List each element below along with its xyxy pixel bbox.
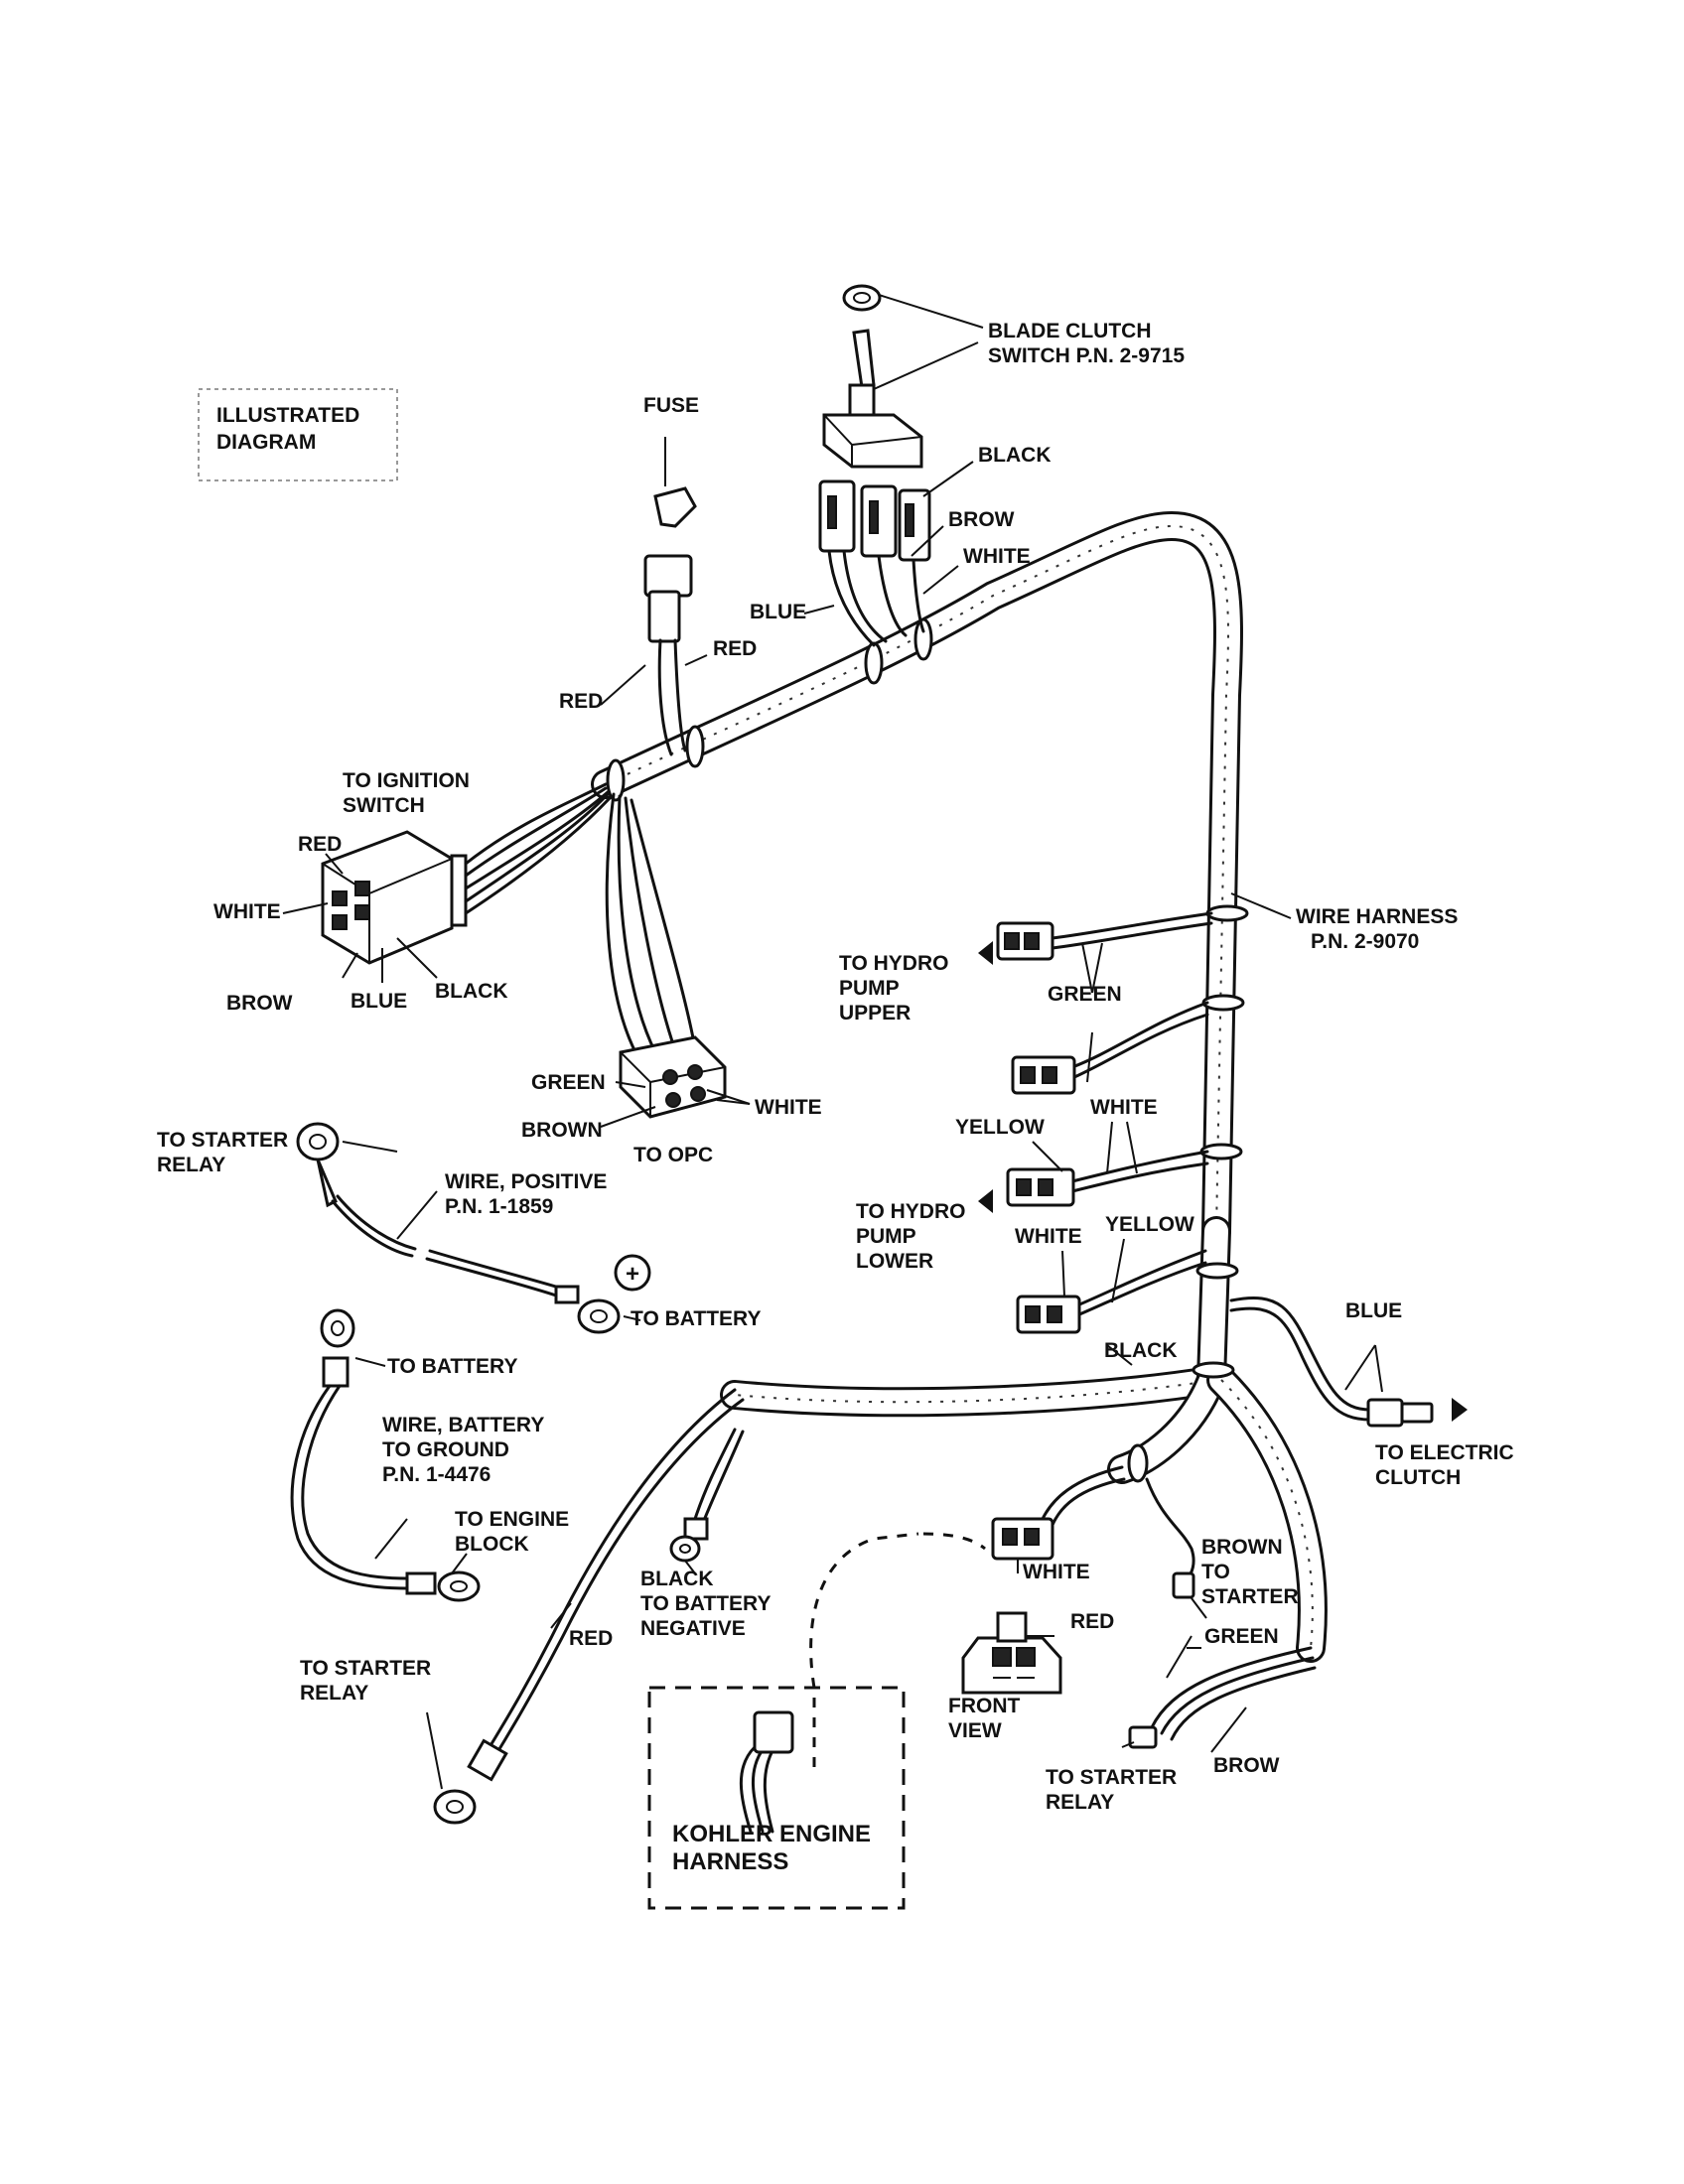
- positive-battery-wire: [296, 1122, 621, 1334]
- label-electric-clutch-1: TO ELECTRIC: [1375, 1441, 1514, 1464]
- label-white-front: WHITE: [1023, 1561, 1090, 1583]
- label-hydro-lower-1: TO HYDRO: [856, 1200, 965, 1223]
- label-ignition-2: SWITCH: [343, 794, 425, 817]
- label-kohler-2: HARNESS: [672, 1848, 788, 1875]
- label-brown-opc: BROWN: [521, 1119, 603, 1142]
- electric-clutch-branch: [1229, 1296, 1434, 1428]
- starter-relay-branch: [1128, 1646, 1317, 1749]
- leader-lines: [282, 294, 1383, 1790]
- label-to-opc: TO OPC: [633, 1144, 713, 1166]
- direction-arrows: [978, 941, 1468, 1422]
- engine-harness-dashed-link: [809, 1532, 919, 1767]
- label-blade-clutch-1: BLADE CLUTCH: [988, 320, 1151, 342]
- label-black-lower: BLACK: [1104, 1339, 1178, 1362]
- label-wire-pos-2: P.N. 1-1859: [445, 1195, 553, 1218]
- label-red-fuse-left: RED: [559, 690, 603, 713]
- label-black-batt-2: TO BATTERY: [640, 1592, 771, 1615]
- label-brown-starter-1: BROWN: [1201, 1536, 1283, 1559]
- label-wire-harness-2: P.N. 2-9070: [1311, 930, 1419, 953]
- blade-clutch-switch: [818, 284, 931, 647]
- label-wire-batt-3: P.N. 1-4476: [382, 1463, 491, 1486]
- label-green-relay: GREEN: [1204, 1625, 1279, 1648]
- label-hydro-lower-3: LOWER: [856, 1250, 933, 1273]
- label-green-upper: GREEN: [1048, 983, 1122, 1006]
- main-wire-harness: [591, 510, 1328, 1663]
- label-front-view-2: VIEW: [948, 1719, 1002, 1742]
- plus-text: +: [626, 1261, 639, 1288]
- label-brow-relay: BROW: [1213, 1754, 1280, 1777]
- label-green-opc: GREEN: [531, 1071, 606, 1094]
- label-electric-clutch-2: CLUTCH: [1375, 1466, 1461, 1489]
- label-hydro-upper-1: TO HYDRO: [839, 952, 948, 975]
- label-yellow-1: YELLOW: [955, 1116, 1045, 1139]
- kohler-engine-harness-box: [647, 1686, 906, 1910]
- fuse: [643, 486, 697, 756]
- label-engine-block-2: BLOCK: [455, 1533, 529, 1556]
- engine-harness-connector: [991, 1465, 1195, 1599]
- label-black-batt-1: BLACK: [640, 1568, 714, 1590]
- label-red-fuse-right: RED: [713, 637, 757, 660]
- label-brow-switch: BROW: [948, 508, 1015, 531]
- label-blue-ign: BLUE: [351, 990, 407, 1013]
- label-front-view-1: FRONT: [948, 1695, 1020, 1717]
- label-wire-harness-1: WIRE HARNESS: [1296, 905, 1458, 928]
- label-wire-batt-1: WIRE, BATTERY: [382, 1414, 544, 1436]
- ignition-switch-connector: [321, 782, 612, 965]
- label-white-ign: WHITE: [213, 900, 281, 923]
- label-wire-pos-1: WIRE, POSITIVE: [445, 1170, 607, 1193]
- front-view-connector: [961, 1611, 1062, 1695]
- label-red-long: RED: [569, 1627, 613, 1650]
- label-yellow-2: YELLOW: [1105, 1213, 1194, 1236]
- label-brown-starter-2: TO: [1201, 1561, 1230, 1583]
- label-black-ign: BLACK: [435, 980, 508, 1003]
- label-white-2: WHITE: [1015, 1225, 1082, 1248]
- label-engine-block-1: TO ENGINE: [455, 1508, 569, 1531]
- label-wire-batt-2: TO GROUND: [382, 1438, 509, 1461]
- label-white-1: WHITE: [1090, 1096, 1158, 1119]
- battery-ground-wire: [290, 1308, 481, 1602]
- label-kohler-1: KOHLER ENGINE: [672, 1821, 871, 1847]
- label-to-battery-pos: TO BATTERY: [631, 1307, 761, 1330]
- red-starter-relay-wire: [433, 1388, 745, 1825]
- title-box: ILLUSTRATED DIAGRAM: [198, 388, 398, 481]
- label-black-switch: BLACK: [978, 444, 1052, 467]
- plus-symbol: +: [614, 1254, 651, 1292]
- label-white-switch: WHITE: [963, 545, 1031, 568]
- label-white-opc: WHITE: [755, 1096, 822, 1119]
- label-starter-relay-bottom-2: RELAY: [300, 1682, 368, 1705]
- label-to-battery-gnd: TO BATTERY: [387, 1355, 517, 1378]
- label-starter-relay-bottom-1: TO STARTER: [300, 1657, 431, 1680]
- label-starter-relay-top-2: RELAY: [157, 1154, 225, 1176]
- label-starter-relay-right-2: RELAY: [1046, 1791, 1114, 1814]
- label-blade-clutch-2: SWITCH P.N. 2-9715: [988, 344, 1185, 367]
- labels: FUSE BLADE CLUTCH SWITCH P.N. 2-9715 BLA…: [157, 320, 1514, 1875]
- label-starter-relay-top-1: TO STARTER: [157, 1129, 288, 1152]
- label-ignition-1: TO IGNITION: [343, 769, 470, 792]
- label-starter-relay-right-1: TO STARTER: [1046, 1766, 1177, 1789]
- label-hydro-lower-2: PUMP: [856, 1225, 916, 1248]
- label-brown-starter-3: STARTER: [1201, 1585, 1299, 1608]
- black-battery-negative-wire: [669, 1428, 745, 1563]
- title-line-1: ILLUSTRATED: [216, 404, 359, 427]
- title-line-2: DIAGRAM: [216, 431, 316, 454]
- label-blue-switch: BLUE: [750, 601, 806, 623]
- hydro-pump-lower-connectors: [1006, 1150, 1209, 1334]
- label-red-ign: RED: [298, 833, 342, 856]
- front-view-dashed-link: [922, 1532, 986, 1551]
- opc-connector: [605, 792, 727, 1119]
- label-hydro-upper-3: UPPER: [839, 1002, 911, 1024]
- label-hydro-upper-2: PUMP: [839, 977, 900, 1000]
- label-brow-ign: BROW: [226, 992, 293, 1015]
- label-fuse: FUSE: [643, 394, 699, 417]
- label-red-front: RED: [1070, 1610, 1114, 1633]
- label-black-batt-3: NEGATIVE: [640, 1617, 746, 1640]
- label-blue-clutch: BLUE: [1345, 1299, 1402, 1322]
- hydro-pump-upper-connectors: [996, 911, 1213, 1095]
